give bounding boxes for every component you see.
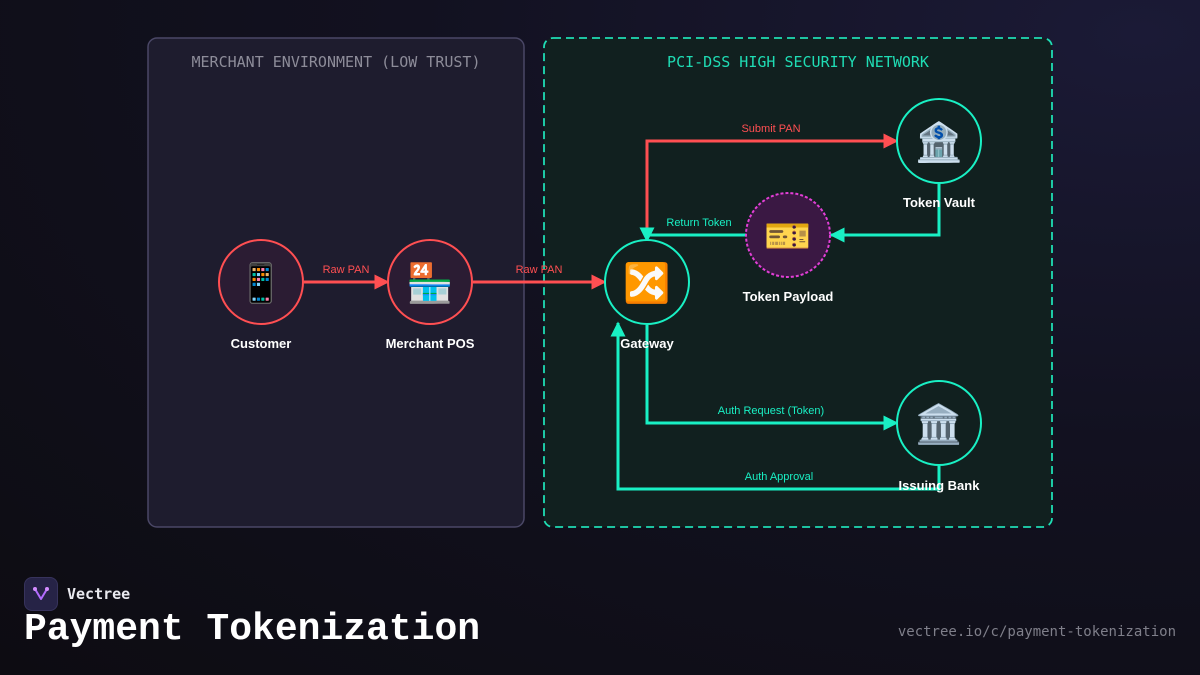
vectree-logo-icon <box>24 577 58 611</box>
merchant-zone-title: MERCHANT ENVIRONMENT (LOW TRUST) <box>192 53 481 71</box>
token-payload-label: Token Payload <box>743 289 834 304</box>
node-token-vault[interactable]: 🏦 Token Vault <box>896 98 982 210</box>
edge-submit-pan: Submit PAN <box>645 123 899 240</box>
node-token-payload[interactable]: 🎫 Token Payload <box>743 192 834 304</box>
classical-building-icon: 🏛️ <box>915 402 962 446</box>
edge-auth-approval: Auth Approval <box>610 321 941 491</box>
edge-label-submit-pan: Submit PAN <box>741 123 800 135</box>
edge-pos-gateway: Raw PAN <box>473 264 607 290</box>
edge-customer-pos: Raw PAN <box>304 264 390 290</box>
edge-label-auth-approval: Auth Approval <box>745 471 814 483</box>
bank-icon: 🏦 <box>915 120 962 164</box>
customer-label: Customer <box>231 336 292 351</box>
page-url[interactable]: vectree.io/c/payment-tokenization <box>897 624 1176 640</box>
node-customer[interactable]: 📱 Customer <box>218 239 304 351</box>
issuing-bank-label: Issuing Bank <box>899 478 981 493</box>
page-title: Payment Tokenization <box>24 608 481 651</box>
brand-name: Vectree <box>67 585 131 603</box>
edge-label-raw-pan-1: Raw PAN <box>323 264 370 276</box>
node-gateway[interactable]: 🔀 Gateway <box>604 239 690 351</box>
convenience-store-icon: 🏪 <box>406 261 453 305</box>
edge-label-raw-pan-2: Raw PAN <box>516 264 563 276</box>
token-vault-label: Token Vault <box>903 195 976 210</box>
shuffle-icon: 🔀 <box>623 261 670 305</box>
edge-label-return-token: Return Token <box>666 217 731 229</box>
node-issuing-bank[interactable]: 🏛️ Issuing Bank <box>896 380 982 493</box>
gateway-label: Gateway <box>620 336 674 351</box>
ticket-icon: 🎫 <box>764 214 811 258</box>
merchant-pos-label: Merchant POS <box>386 336 475 351</box>
brand[interactable]: Vectree <box>24 577 130 611</box>
edge-label-auth-request: Auth Request (Token) <box>718 405 824 417</box>
mobile-phone-icon: 📱 <box>237 261 284 305</box>
edge-auth-request: Auth Request (Token) <box>645 325 899 431</box>
pci-zone-title: PCI-DSS HIGH SECURITY NETWORK <box>667 53 929 71</box>
node-merchant-pos[interactable]: 🏪 Merchant POS <box>386 239 475 351</box>
